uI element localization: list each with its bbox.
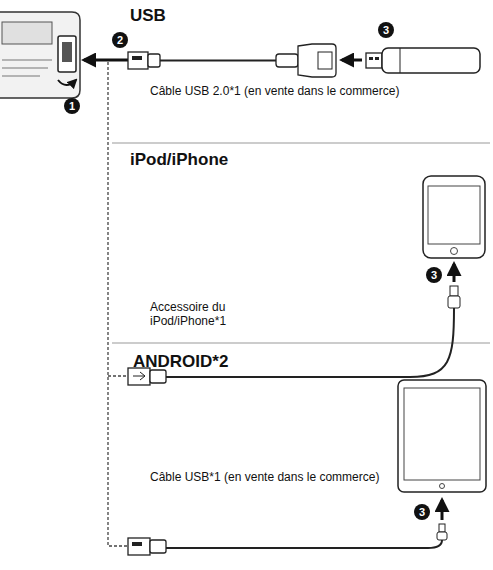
cable-label: Accessoire du iPod/iPhone*1: [150, 300, 238, 329]
callout-number: 2: [117, 35, 123, 46]
callout-circle: [414, 504, 430, 520]
android-cable: [128, 524, 447, 555]
callout-circle: [378, 22, 394, 38]
callout-number: 1: [69, 101, 75, 112]
callout-number: 3: [383, 25, 389, 36]
ipod-cable: [128, 286, 460, 385]
insert-arrow: [84, 59, 128, 62]
section-separator: [112, 143, 490, 343]
callout-number: 3: [431, 270, 437, 281]
callout-circle: [64, 98, 80, 114]
android-tablet: [398, 380, 486, 492]
callout-circle: [426, 267, 442, 283]
head-unit: [0, 12, 80, 98]
iphone: [423, 176, 485, 258]
section-heading: ANDROID*2: [133, 352, 228, 372]
callout-number: 3: [419, 507, 425, 518]
insert-arrow: [342, 59, 362, 62]
cable-label: Câble USB*1 (en vente dans le commerce): [150, 470, 379, 484]
usb-cable: [128, 44, 336, 77]
callout-circle: [112, 32, 128, 48]
insert-arrow: [453, 264, 456, 282]
insert-arrow: [441, 500, 444, 520]
cable-label: Câble USB 2.0*1 (en vente dans le commer…: [150, 84, 399, 98]
section-heading: iPod/iPhone: [130, 150, 228, 170]
section-heading: USB: [130, 6, 166, 26]
usb-flash-drive: [366, 48, 480, 73]
dashed-route: [108, 62, 128, 546]
